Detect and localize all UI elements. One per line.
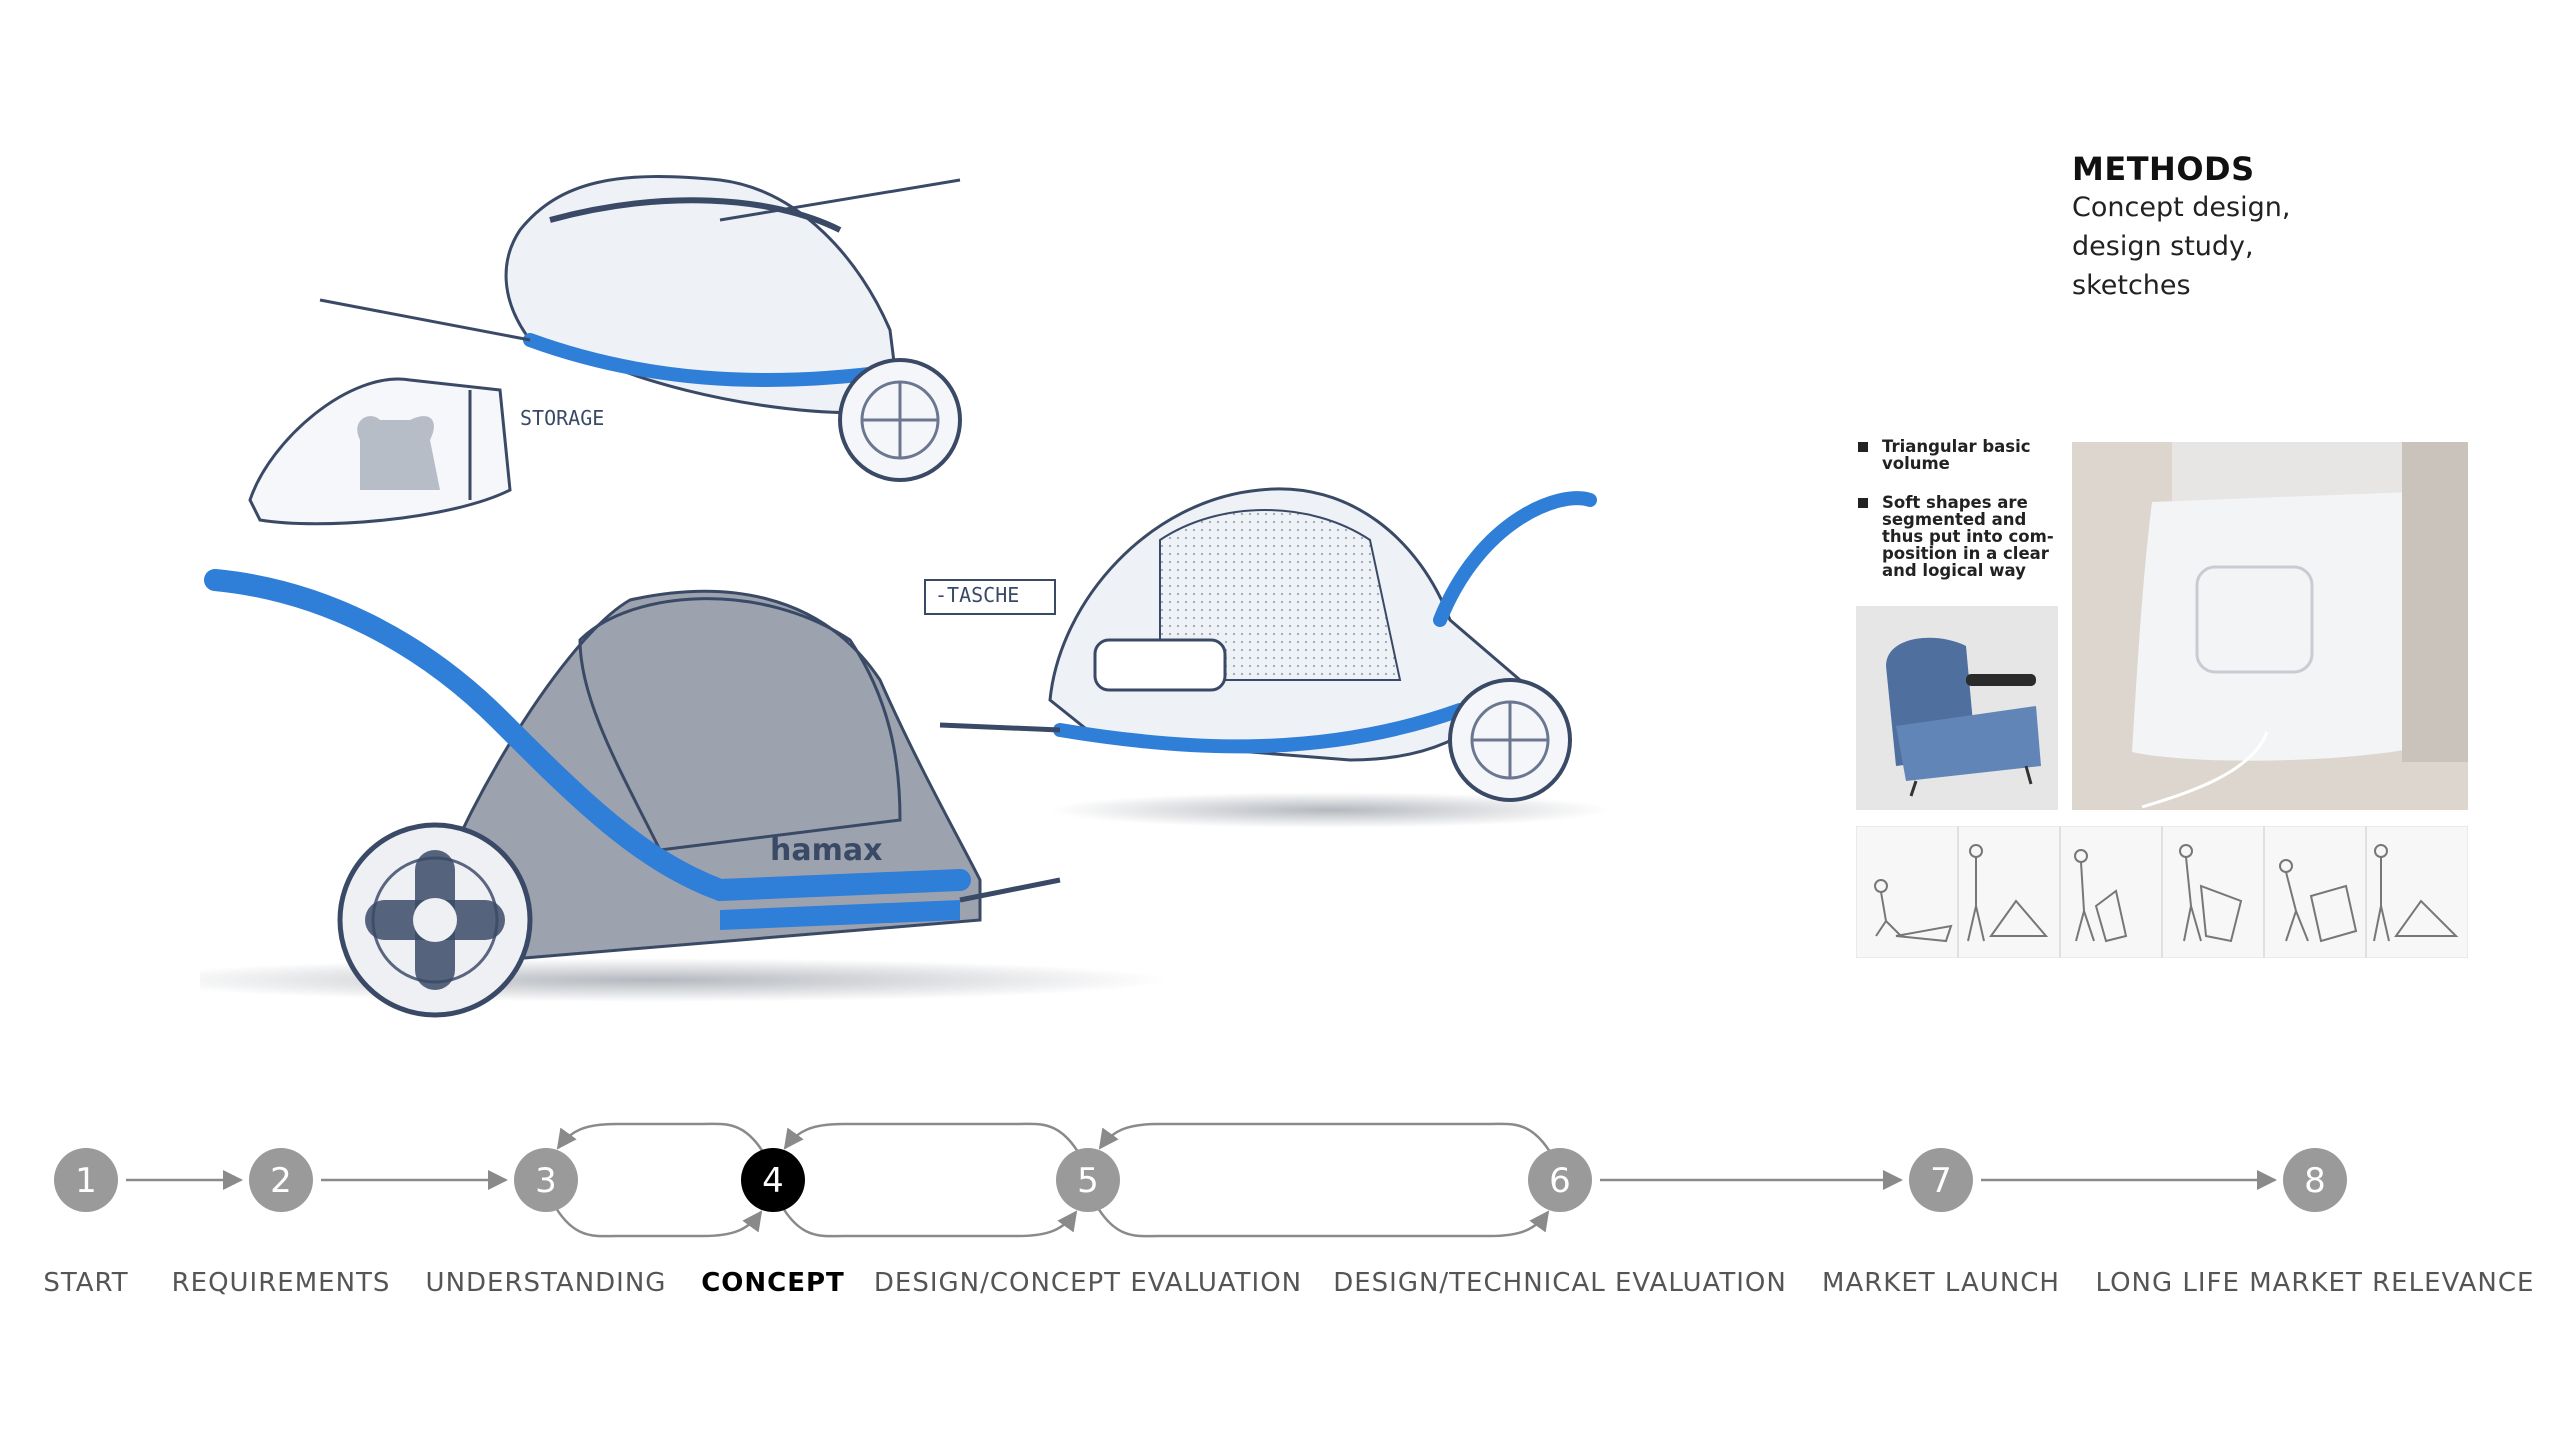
- step-number: 4: [762, 1161, 784, 1201]
- step-circle: [514, 1148, 578, 1212]
- step-circle: [249, 1148, 313, 1212]
- design-principles-list: Triangular basic volume Soft shapes are …: [1858, 438, 2058, 601]
- step-number: 6: [1549, 1161, 1571, 1201]
- step-circle: [1528, 1148, 1592, 1212]
- step-number: 8: [2304, 1161, 2326, 1201]
- sketch-side-view: STORAGE: [248, 377, 604, 526]
- reference-armchair-image: [1856, 606, 2058, 810]
- sketch-trailer-top: [319, 175, 962, 482]
- step-number: 5: [1077, 1161, 1099, 1201]
- dog-silhouette: [357, 416, 440, 490]
- sketch-illustration: STORAGE hamax: [200, 175, 1610, 1018]
- methods-line: Concept design,: [2072, 192, 2291, 223]
- brand-logo: hamax: [770, 833, 882, 868]
- step-label: START: [43, 1268, 129, 1298]
- step-label: REQUIREMENTS: [171, 1268, 391, 1298]
- step-circle: [1909, 1148, 1973, 1212]
- step-number: 1: [75, 1161, 97, 1201]
- process-timeline: 1 2 3 4 5 6 7 8: [54, 1122, 2347, 1238]
- step-number: 3: [535, 1161, 557, 1201]
- timeline-nodes: 1 2 3 4 5 6 7 8: [54, 1148, 2347, 1212]
- bullet-item: Triangular basic volume: [1858, 438, 2058, 472]
- methods-title: METHODS: [2072, 150, 2255, 188]
- timeline-loop-forward: [554, 1207, 763, 1238]
- step-label: CONCEPT: [701, 1268, 845, 1298]
- step-label: DESIGN/CONCEPT EVALUATION: [873, 1268, 1303, 1298]
- posture-study-strip: [1856, 826, 2468, 958]
- timeline-connectors: [126, 1122, 2277, 1238]
- step-label: MARKET LAUNCH: [1822, 1268, 2060, 1298]
- step-number: 2: [270, 1161, 292, 1201]
- timeline-loop-back: [556, 1122, 765, 1153]
- note-tasche: -TASCHE: [935, 583, 1019, 607]
- methods-line: design study,: [2072, 231, 2254, 262]
- step-number: 7: [1930, 1161, 1952, 1201]
- step-label: DESIGN/TECHNICAL EVALUATION: [1333, 1268, 1787, 1298]
- timeline-loop-back: [783, 1122, 1080, 1153]
- note-storage: STORAGE: [520, 406, 604, 430]
- sketch-trailer-main: hamax: [200, 569, 1170, 1018]
- step-label: UNDERSTANDING: [425, 1268, 667, 1298]
- step-circle: [1056, 1148, 1120, 1212]
- timeline-loop-forward: [1096, 1207, 1550, 1238]
- step-label: LONG LIFE MARKET RELEVANCE: [2095, 1268, 2535, 1298]
- timeline-loop-forward: [781, 1207, 1078, 1238]
- methods-line: sketches: [2072, 270, 2191, 301]
- sketch-trailer-right: -TASCHE: [924, 487, 1610, 828]
- step-circle: [741, 1148, 805, 1212]
- reference-product-image: [2072, 442, 2468, 810]
- step-circle: [2283, 1148, 2347, 1212]
- step-circle: [54, 1148, 118, 1212]
- timeline-loop-back: [1098, 1122, 1552, 1153]
- bullet-item: Soft shapes are segmented and thus put i…: [1858, 494, 2058, 579]
- methods-block: METHODS Concept design, design study, sk…: [2072, 150, 2432, 305]
